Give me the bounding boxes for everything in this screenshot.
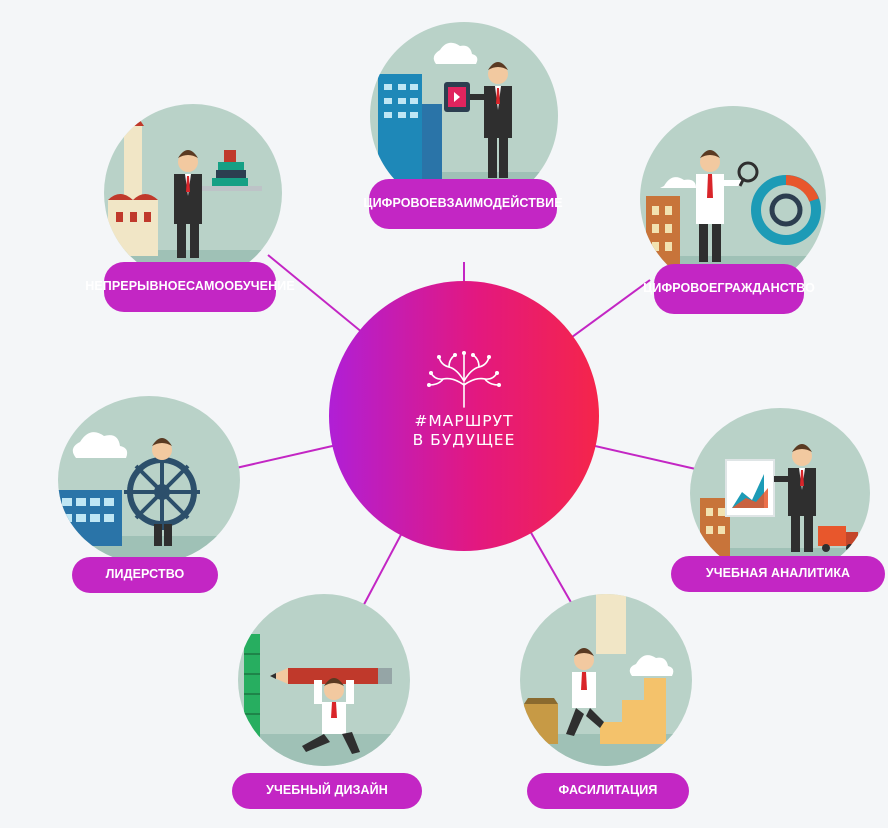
label-continuous-self-learning: НЕПРЕРЫВНОЕ САМООБУЧЕНИЕ: [85, 262, 295, 312]
hub-title-line1: #МАРШРУТ: [414, 412, 514, 430]
label-line: ФАСИЛИТАЦИЯ: [558, 783, 658, 798]
hub-title-line2: В БУДУЩЕЕ: [412, 431, 516, 449]
label-line: НЕПРЕРЫВНОЕ: [85, 279, 187, 294]
label-line: САМООБУЧЕНИЕ: [186, 279, 295, 294]
label-facilitation: ФАСИЛИТАЦИЯ: [527, 773, 689, 809]
books-tray-icon: [104, 110, 282, 282]
hub-circle: #МАРШРУТ В БУДУЩЕЕ: [329, 281, 599, 551]
label-line: ЛИДЕРСТВО: [105, 567, 185, 582]
label-learning-analytics: УЧЕБНАЯ АНАЛИТИКА: [671, 556, 885, 592]
label-instructional-design: УЧЕБНЫЙ ДИЗАЙН: [232, 773, 422, 809]
node-leadership: [58, 396, 240, 564]
node-facilitation: [520, 594, 692, 766]
label-line: ГРАЖДАНСТВО: [717, 281, 815, 296]
label-line: ЦИФРОВОЕ: [643, 281, 718, 296]
node-learning-analytics: [690, 408, 870, 578]
label-digital-interaction: ЦИФРОВОЕ ВЗАИМОДЕЙСТВИЕ: [363, 179, 563, 229]
label-leadership: ЛИДЕРСТВО: [72, 557, 218, 593]
stairs-icon: [520, 594, 692, 766]
node-instructional-design: [238, 594, 410, 766]
pencil-icon: [238, 634, 410, 766]
ship-wheel-icon: [58, 432, 240, 564]
label-line: ЦИФРОВОЕ: [363, 196, 438, 211]
node-continuous-self-learning: [104, 104, 282, 282]
label-line: ВЗАИМОДЕЙСТВИЕ: [437, 196, 563, 211]
tree-logo-icon: [427, 351, 501, 408]
label-line: УЧЕБНЫЙ ДИЗАЙН: [266, 783, 388, 798]
label-digital-citizenship: ЦИФРОВОЕ ГРАЖДАНСТВО: [643, 264, 815, 314]
chart-board-icon: [690, 444, 870, 578]
label-line: УЧЕБНАЯ АНАЛИТИКА: [705, 566, 851, 581]
